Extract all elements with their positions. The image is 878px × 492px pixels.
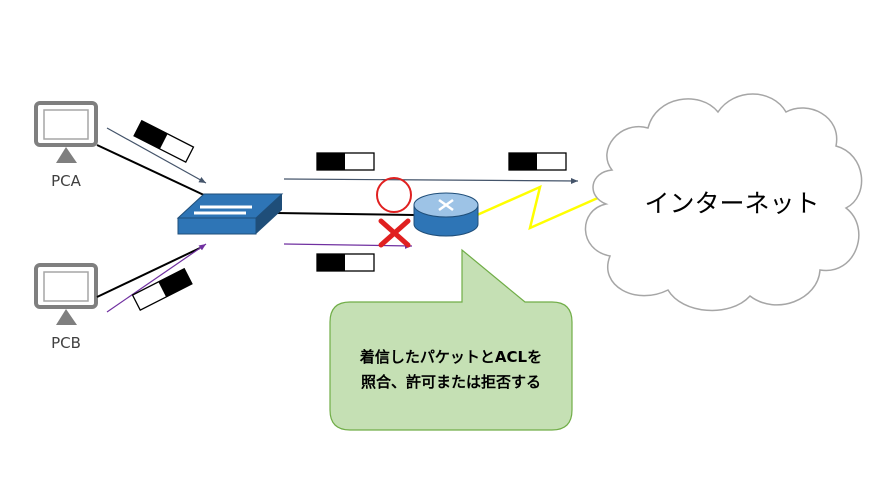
callout-text-line1: 着信したパケットとACLを [359,348,542,366]
circle-permit-icon [376,177,412,213]
switch-icon [176,193,284,235]
pc-a-label: PCA [51,172,82,190]
callout-bubble [329,248,573,431]
packet-icon [131,267,193,312]
packet-icon [316,253,375,272]
traffic-arrow-permit [283,177,579,184]
internet-label: インターネット [644,189,819,218]
callout-text-line2: 照合、許可または拒否する [361,373,541,391]
link-switch-router [275,212,415,216]
link-router-internet [476,184,601,231]
traffic-arrow-deny [283,242,413,249]
pc-b-icon [34,263,98,325]
cross-deny-icon [378,218,411,248]
traffic-arrow-pcb [106,243,207,313]
packet-icon [133,119,195,164]
packet-icon [316,152,375,171]
cloud-icon [584,93,863,312]
pc-b-label: PCB [51,334,81,352]
link-pca-switch [96,144,207,197]
router-icon [413,192,479,237]
link-pcb-switch [96,247,201,298]
traffic-arrow-pca [106,127,207,184]
packet-icon [508,152,567,171]
pc-a-icon [34,101,98,163]
